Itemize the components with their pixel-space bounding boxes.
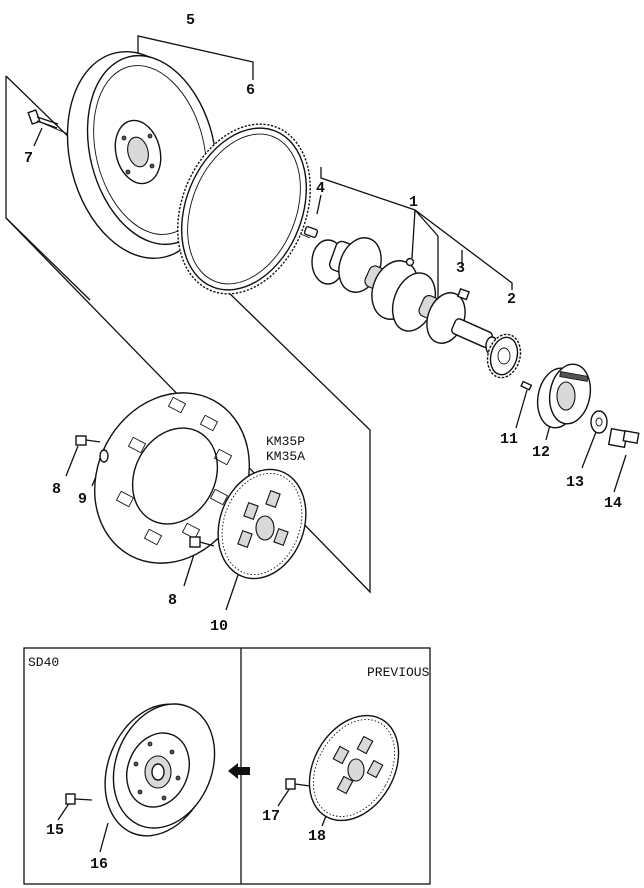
woodruff-key <box>520 380 533 391</box>
callout-numbers: 5 6 7 4 1 3 2 11 12 13 14 8 9 8 10 <box>24 12 622 635</box>
ring-gear <box>177 123 311 295</box>
callout-17: 17 <box>262 808 280 825</box>
sd40-flywheel <box>104 703 216 837</box>
replacement-arrow-icon <box>228 763 250 779</box>
crankshaft-gear <box>486 333 522 379</box>
inset-left-title: SD40 <box>28 655 59 670</box>
plate-bolt <box>75 435 101 446</box>
model-label-line2: KM35A <box>266 449 305 464</box>
plate-washer <box>99 449 109 463</box>
callout-14: 14 <box>604 495 622 512</box>
previous-bolt <box>285 778 311 790</box>
inset-right-title: PREVIOUS <box>367 665 430 680</box>
model-label-line1: KM35P <box>266 434 305 449</box>
callout-7: 7 <box>24 150 33 167</box>
pulley-washer <box>590 410 608 434</box>
dowel-pin <box>303 226 319 238</box>
previous-clutch-disc <box>308 714 400 822</box>
inset-panel: SD40 PREVIOUS <box>23 647 431 885</box>
callout-9: 9 <box>78 491 87 508</box>
callout-1: 1 <box>409 194 418 211</box>
callout-11: 11 <box>500 431 518 448</box>
callout-4: 4 <box>316 180 325 197</box>
callout-13: 13 <box>566 474 584 491</box>
drive-plate <box>93 392 251 564</box>
callout-15: 15 <box>46 822 64 839</box>
clutch-disc <box>217 468 307 580</box>
pulley-bolt <box>607 427 640 449</box>
callout-6: 6 <box>246 82 255 99</box>
callout-8: 8 <box>52 481 61 498</box>
disc-bolt <box>189 536 215 548</box>
flywheel-bolt <box>27 109 59 129</box>
callout-5: 5 <box>186 12 195 29</box>
callout-3: 3 <box>456 260 465 277</box>
crankshaft <box>311 237 499 356</box>
callout-12: 12 <box>532 444 550 461</box>
crank-pulley <box>536 363 592 429</box>
callout-8-lower: 8 <box>168 592 177 609</box>
callout-10: 10 <box>210 618 228 635</box>
sd40-bolt <box>65 793 93 805</box>
callout-18: 18 <box>308 828 326 845</box>
callout-16: 16 <box>90 856 108 873</box>
callout-2: 2 <box>507 291 516 308</box>
